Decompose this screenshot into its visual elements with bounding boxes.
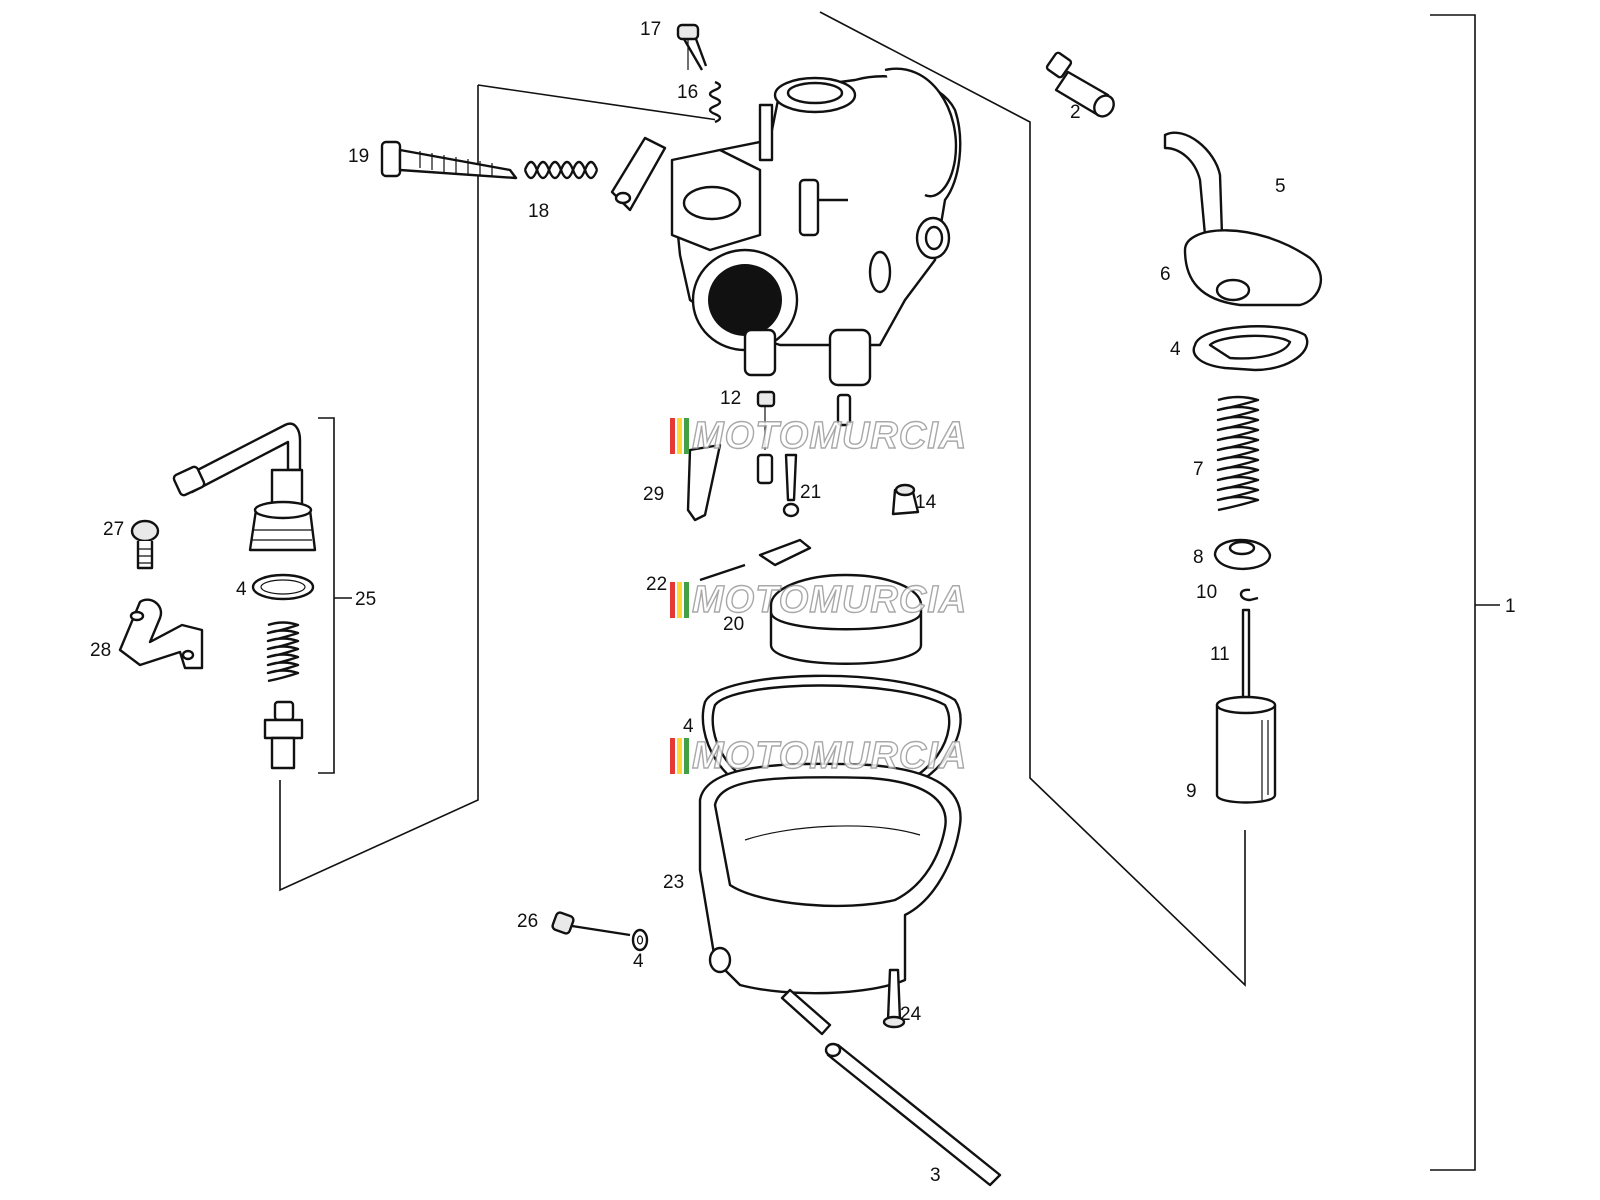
part-22-pin [699,563,746,582]
callout-19: 19 [348,146,369,167]
part-17-screw [676,23,708,71]
part-10-clip [1239,588,1259,602]
part-19-idle-screw [380,140,518,180]
callout-10: 10 [1196,582,1217,603]
part-25-spring [266,621,300,683]
part-29-float-arm [686,443,722,522]
callout-16: 16 [677,82,698,103]
part-23-float-bowl [698,762,962,1036]
callout-27: 27 [103,519,124,540]
part-3-drain-tube [824,1042,1002,1187]
part-9-throttle-slide [1215,695,1277,804]
callout-14: 14 [915,492,937,513]
part-2-cap [1045,51,1115,118]
callout-23: 23 [663,872,684,893]
part-5-6-top-cover [1163,131,1322,307]
svg-text:MOTOMURCIA: MOTOMURCIA [692,415,967,457]
callout-4-bowl-gasket: 4 [683,716,694,737]
part-4-gasket-right [1192,325,1309,372]
callout-28: 28 [90,640,111,661]
callout-12: 12 [720,388,741,409]
callout-4-washer: 4 [633,951,644,972]
callout-25: 25 [355,589,376,610]
part-16-spring [708,80,722,124]
part-25-plunger [263,700,304,770]
right-group-line [819,11,1246,987]
callout-8: 8 [1193,547,1204,568]
part-14-plug [891,483,920,516]
carburetor-body [670,67,962,387]
part-needle-jet [836,393,852,427]
part-20-float [758,538,923,665]
kit-bracket-25 [318,417,352,774]
callout-24: 24 [900,1004,922,1025]
assembly-bracket [1430,14,1500,1171]
callout-22: 22 [646,574,667,595]
callout-3: 3 [930,1165,941,1186]
watermark-2: MOTOMURCIA [670,578,967,622]
callout-18: 18 [528,201,549,222]
left-group-line [279,84,719,892]
part-4-washer [631,928,649,952]
svg-text:MOTOMURCIA: MOTOMURCIA [692,579,967,621]
watermark-1: MOTOMURCIA [670,414,967,458]
callout-21: 21 [800,482,821,503]
part-4-oring-left [251,573,315,601]
watermark-3: MOTOMURCIA [670,734,967,778]
part-24-screw [882,968,906,1029]
callout-7: 7 [1193,459,1204,480]
callout-20: 20 [723,614,744,635]
part-12-jet [756,390,776,485]
callout-17: 17 [640,19,661,40]
callout-29: 29 [643,484,664,505]
part-7-spring [1216,395,1260,512]
svg-text:MOTOMURCIA: MOTOMURCIA [692,735,967,777]
flange-gasket [610,136,667,212]
part-21-float-needle [782,453,800,518]
part-27-screw [130,519,160,570]
callout-26: 26 [517,911,538,932]
callout-6: 6 [1160,264,1171,285]
part-25-starter-plunger-kit [172,422,317,552]
part-28-plate [118,598,204,670]
part-26-screw [551,911,631,937]
callout-11: 11 [1210,644,1230,665]
callout-4-left-oring: 4 [236,579,247,600]
callout-5: 5 [1275,176,1286,197]
part-18-spring [523,160,599,180]
part-8-retainer [1213,538,1272,571]
callout-4-right-gasket: 4 [1170,339,1181,360]
callout-1: 1 [1505,596,1516,617]
callout-2: 2 [1070,102,1081,123]
callout-9: 9 [1186,781,1197,802]
